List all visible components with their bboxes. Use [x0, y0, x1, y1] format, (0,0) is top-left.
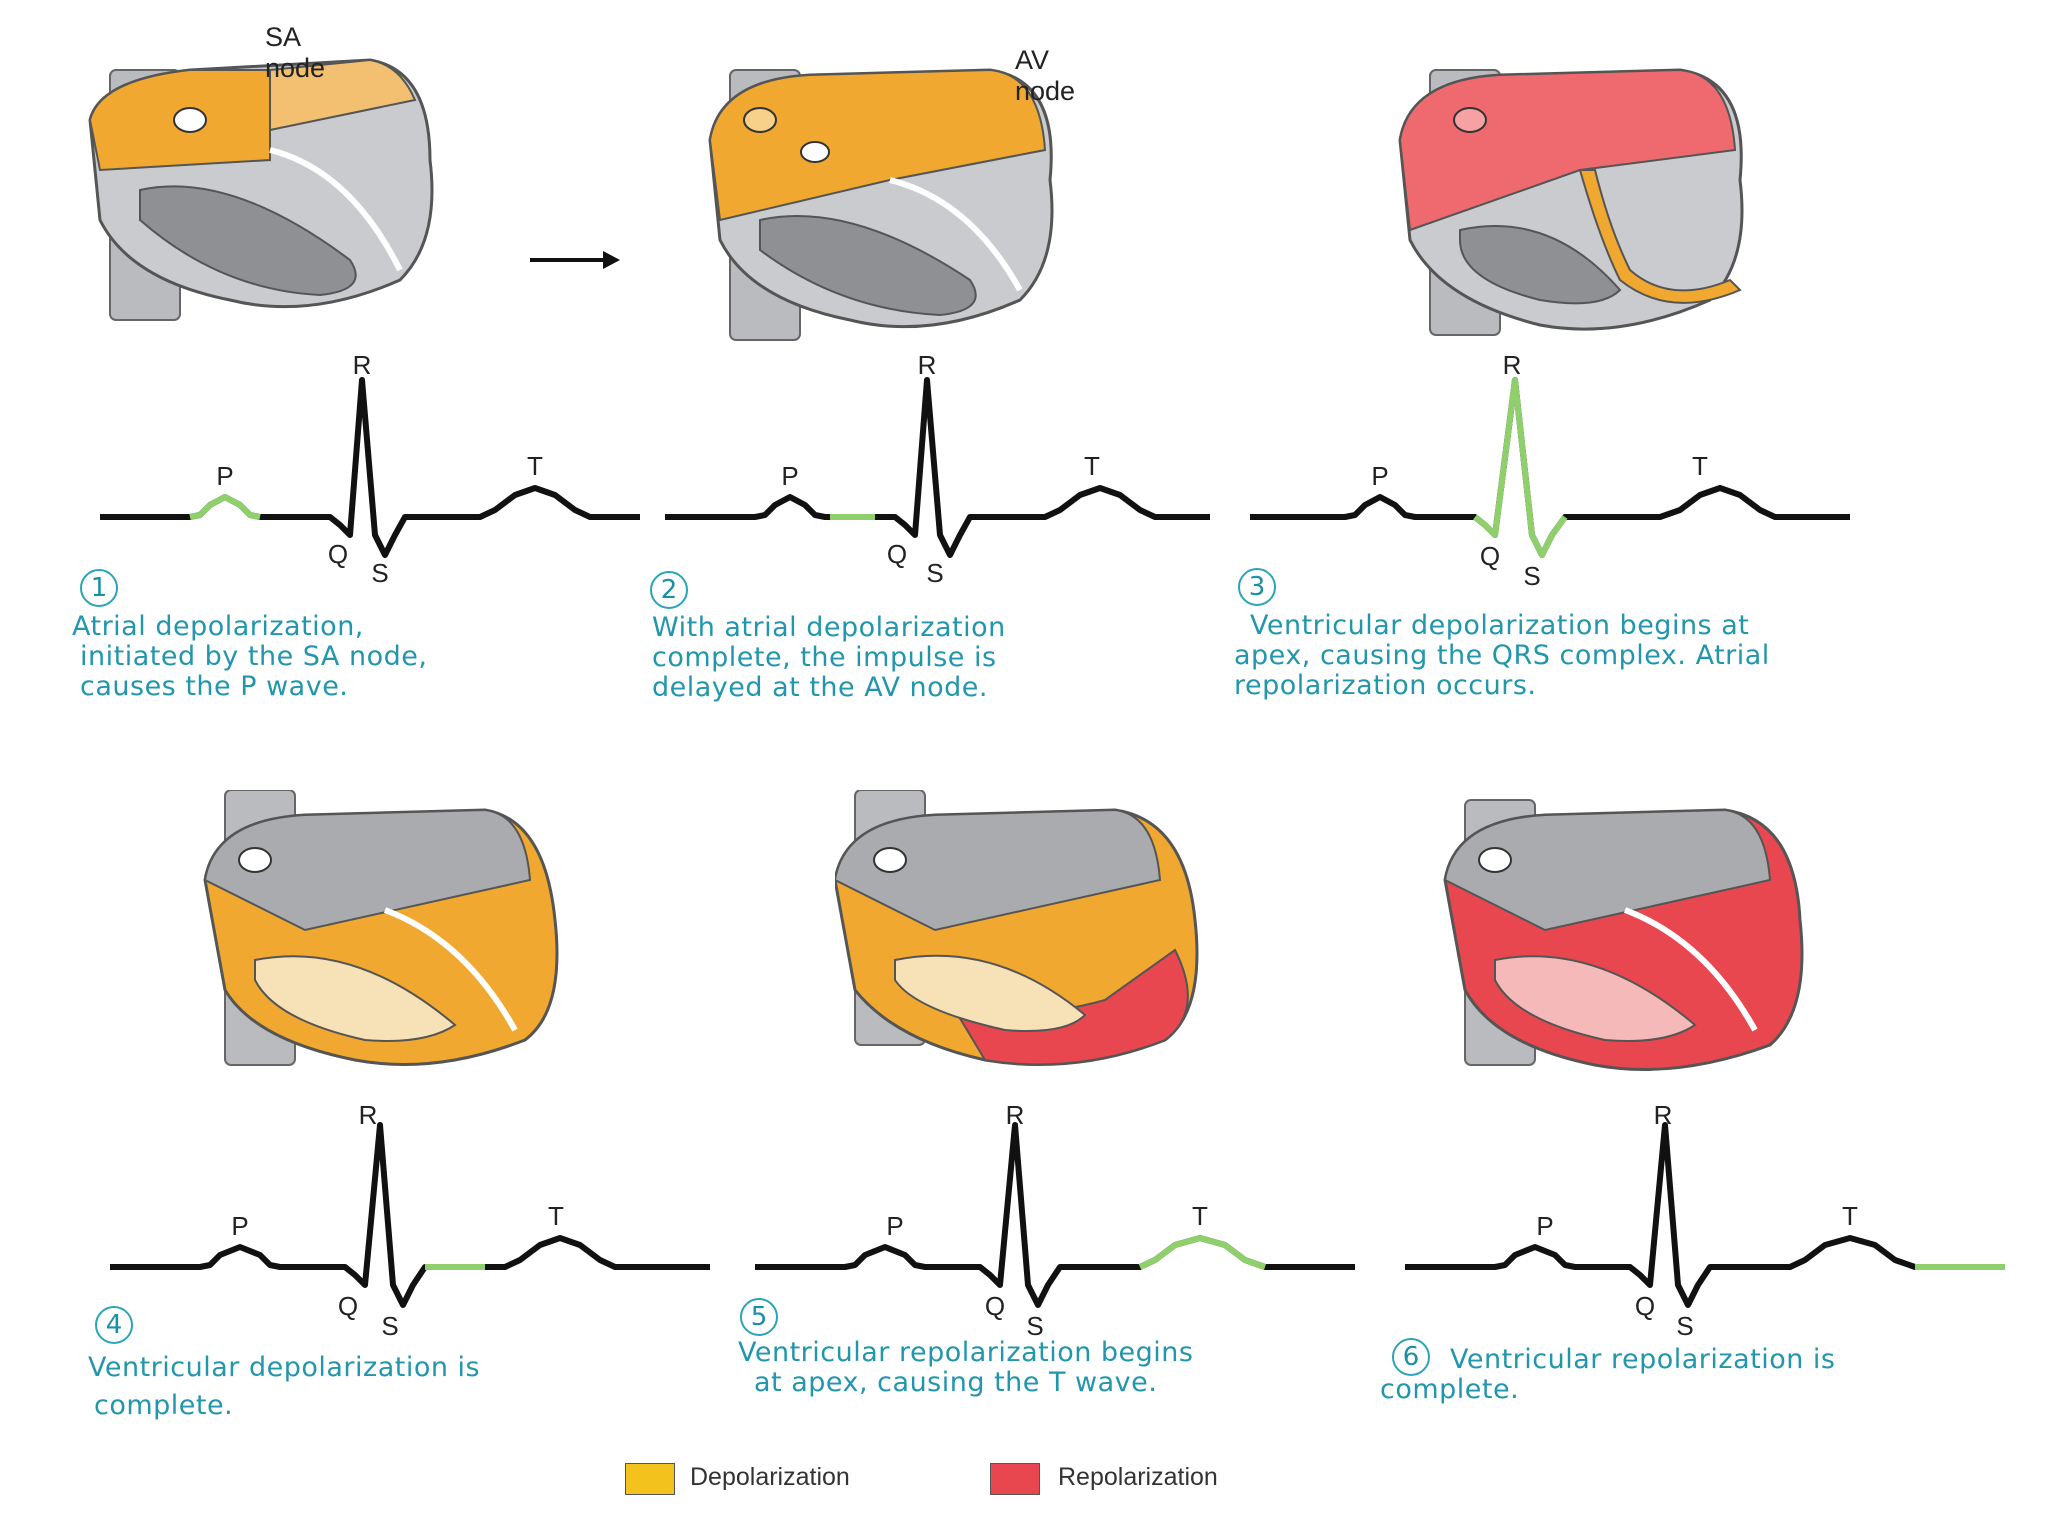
wave-label-r: R [359, 1100, 378, 1130]
wave-label-p: P [216, 461, 233, 491]
caption-line: causes the P wave. [80, 671, 349, 702]
arrow-icon [530, 251, 620, 269]
step-number-badge: 2 [650, 571, 688, 609]
caption-line: at apex, causing the T wave. [754, 1367, 1158, 1398]
heart-step-1 [88, 58, 434, 321]
wave-label-s: S [926, 558, 943, 588]
step-caption: Atrial depolarization, initiated by the … [72, 612, 427, 702]
heart-illustration [835, 790, 1199, 1066]
heart-illustration [88, 58, 434, 321]
ecg-trace-step-2: P R Q S T [665, 350, 1210, 588]
legend-swatch-repolarization [990, 1463, 1040, 1495]
ecg-trace-step-3: P R Q S T [1250, 350, 1850, 591]
wave-label-q: Q [1480, 541, 1500, 571]
wave-label-q: Q [1635, 1291, 1655, 1321]
wave-label-r: R [353, 350, 372, 380]
heart-step-5 [835, 790, 1199, 1066]
step-number-badge: 6 [1392, 1338, 1430, 1376]
legend-label-depolarization: Depolarization [690, 1463, 850, 1491]
caption-line: complete. [1380, 1374, 1520, 1405]
wave-label-s: S [1026, 1311, 1043, 1341]
caption-line: Atrial depolarization, [72, 611, 364, 642]
heart-illustration [708, 68, 1054, 341]
wave-label-t: T [548, 1201, 564, 1231]
ecg-trace-step-1: P R Q S T [100, 350, 640, 588]
wave-label-r: R [1503, 350, 1522, 380]
caption-line: Ventricular depolarization is [88, 1352, 481, 1383]
wave-label-q: Q [328, 539, 348, 569]
wave-label-p: P [1371, 461, 1388, 491]
step-number-badge: 1 [80, 569, 118, 607]
sa-node-label: SA node [265, 22, 326, 83]
wave-label-s: S [371, 558, 388, 588]
wave-label-q: Q [338, 1291, 358, 1321]
wave-label-s: S [1523, 561, 1540, 591]
ecg-trace-step-4: P R Q S T [110, 1100, 710, 1341]
heart-illustration [1443, 799, 1804, 1071]
wave-label-t: T [1692, 451, 1708, 481]
caption-line: With atrial depolarization [652, 612, 1006, 643]
heart-illustration [203, 790, 559, 1066]
wave-label-t: T [527, 451, 543, 481]
wave-label-r: R [1654, 1100, 1673, 1130]
wave-label-q: Q [985, 1291, 1005, 1321]
wave-label-r: R [918, 350, 937, 380]
step-caption: Ventricular depolarization begins at ape… [1234, 611, 1770, 701]
heart-step-4 [203, 790, 559, 1066]
wave-label-r: R [1006, 1100, 1025, 1130]
heart-step-3 [1398, 68, 1744, 336]
wave-label-s: S [1676, 1311, 1693, 1341]
step-number-badge: 3 [1238, 568, 1276, 606]
av-node-label: AV node [1015, 45, 1076, 106]
step-caption: Ventricular depolarization is complete. [88, 1349, 480, 1425]
wave-label-t: T [1192, 1201, 1208, 1231]
step-number-badge: 5 [740, 1298, 778, 1336]
caption-line: initiated by the SA node, [80, 641, 428, 672]
wave-label-p: P [231, 1211, 248, 1241]
caption-line: apex, causing the QRS complex. Atrial [1234, 640, 1770, 671]
ecg-trace-step-6: P R Q S T [1405, 1100, 2005, 1341]
step-number-badge: 4 [95, 1306, 133, 1344]
wave-label-s: S [381, 1311, 398, 1341]
heart-step-2 [708, 68, 1054, 341]
wave-label-q: Q [887, 539, 907, 569]
wave-label-p: P [1536, 1211, 1553, 1241]
wave-label-t: T [1084, 451, 1100, 481]
wave-label-p: P [886, 1211, 903, 1241]
caption-line: complete. [94, 1390, 234, 1421]
legend-label-repolarization: Repolarization [1058, 1463, 1218, 1491]
caption-line: repolarization occurs. [1234, 670, 1537, 701]
step-caption: With atrial depolarization complete, the… [652, 613, 1006, 703]
heart-step-6 [1443, 799, 1804, 1071]
legend-swatch-depolarization [625, 1463, 675, 1495]
ecg-trace-step-5: P R Q S T [755, 1100, 1355, 1341]
caption-line: Ventricular repolarization begins [738, 1337, 1194, 1368]
caption-line: Ventricular repolarization is [1450, 1344, 1836, 1375]
wave-label-t: T [1842, 1201, 1858, 1231]
step-caption: Ventricular repolarization is complete. [1380, 1345, 1836, 1405]
caption-line: Ventricular depolarization begins at [1250, 610, 1750, 641]
step-caption: Ventricular repolarization begins at ape… [738, 1338, 1194, 1398]
heart-illustration [1398, 68, 1744, 336]
caption-line: delayed at the AV node. [652, 672, 988, 703]
wave-label-p: P [781, 461, 798, 491]
caption-line: complete, the impulse is [652, 642, 997, 673]
